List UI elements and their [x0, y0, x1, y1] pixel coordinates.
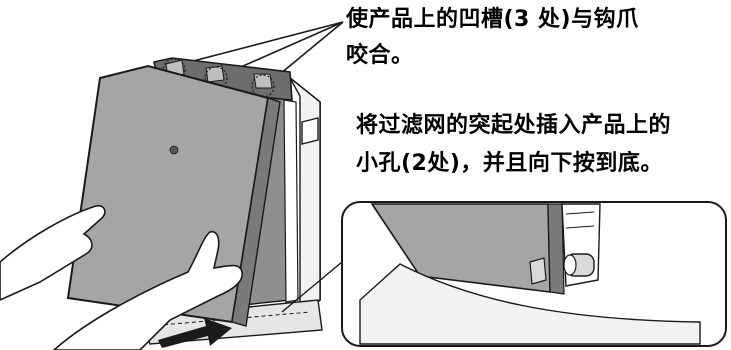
push-direction-arrow [158, 318, 232, 348]
instruction-insert-line-2: 小孔(2处)，并且向下按到底。 [356, 151, 663, 176]
hands [0, 204, 243, 350]
filter-panel [66, 64, 281, 327]
inset-leader-line [281, 261, 343, 313]
instruction-notch-line-2: 咬合。 [346, 43, 414, 68]
detail-inset [341, 201, 727, 347]
instruction-notch-line-1: 使产品上的凹槽(3 处)与钩爪 [346, 7, 639, 32]
instruction-insert-line-1: 将过滤网的突起处插入产品上的 [356, 113, 672, 138]
